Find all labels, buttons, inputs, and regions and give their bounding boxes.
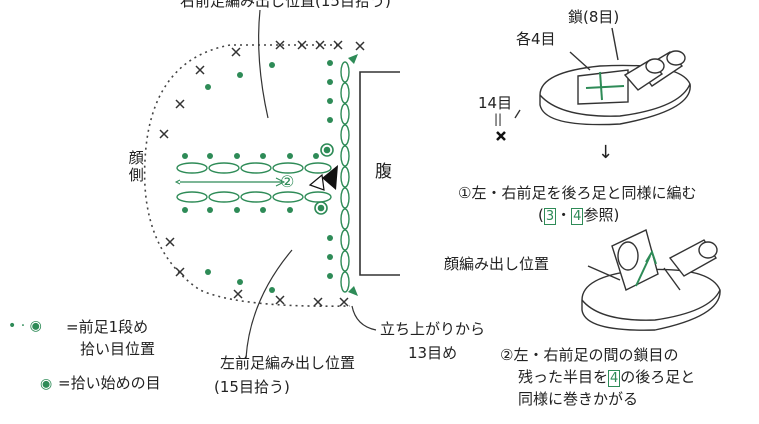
- ref-dot: ・: [556, 206, 572, 224]
- ref-label: 参照): [583, 206, 620, 224]
- leader-lines: [245, 9, 377, 359]
- illustration-top: [514, 27, 691, 126]
- legend-item1-line2: 拾い目位置: [80, 340, 156, 358]
- x-stitches: [159, 40, 365, 307]
- st14-label: 14目: [478, 94, 513, 112]
- left-front-leg-count-label: (15目拾う): [214, 378, 290, 396]
- right-front-leg-start-label: 右前足編み出し位置(15目拾う): [180, 0, 391, 10]
- step2-ref4-box: 4: [608, 370, 621, 387]
- each4-label: 各4目: [516, 30, 556, 48]
- black-triangle: [322, 165, 338, 190]
- legend-start-icon: ◉: [40, 376, 53, 392]
- star-marker: [496, 131, 506, 141]
- step1-paren-open: (: [538, 206, 544, 224]
- white-triangle: [308, 173, 325, 191]
- corner-triangle-bottom: [348, 286, 358, 296]
- down-arrow-icon: ↓: [598, 142, 614, 163]
- step1-line1: ①左・右前足を後ろ足と同様に編む: [458, 184, 697, 202]
- body-outline: [143, 44, 351, 307]
- step2-line1: ②左・右前足の間の鎖目の: [500, 346, 679, 364]
- illustration-bottom: [581, 229, 721, 331]
- face-side-label: 顔側: [126, 150, 145, 184]
- belly-box: [359, 71, 400, 276]
- step2-line2-b: の後ろ足と: [620, 368, 696, 386]
- left-front-leg-start-label: 左前足編み出し位置: [220, 354, 356, 372]
- legend-item2: =拾い始めの目: [58, 374, 161, 392]
- row13-label: 13目め: [408, 344, 458, 362]
- from-rise-label: 立ち上がりから: [380, 320, 486, 338]
- chain8-label: 鎖(8目): [568, 8, 620, 26]
- start-stitch-markers: [314, 143, 334, 215]
- ref3-box: 3: [543, 208, 557, 225]
- equals-label: ||: [494, 112, 503, 126]
- step2-line2-a: 残った半目を: [518, 368, 609, 386]
- face-start-label: 顔編み出し位置: [444, 255, 550, 273]
- corner-triangle: [348, 54, 358, 64]
- ref4-box: 4: [571, 208, 584, 225]
- chain-column: [340, 61, 350, 293]
- chain-rows: [176, 162, 332, 203]
- legend-dot-icon: • · ◉: [8, 318, 42, 334]
- belly-label: 腹: [375, 162, 392, 182]
- legend-item1-line1: =前足1段め: [66, 318, 149, 336]
- step2-line3: 同様に巻きかがる: [518, 390, 639, 408]
- pickup-dots: [182, 60, 333, 293]
- circled-2-label: ②: [280, 172, 295, 191]
